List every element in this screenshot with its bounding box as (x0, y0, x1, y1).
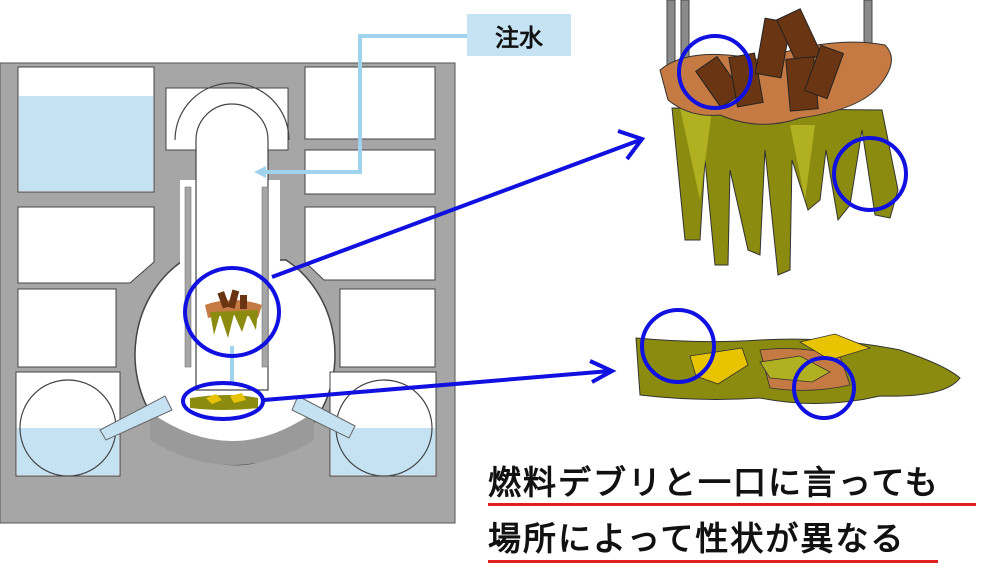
vent-pipe-right (291, 395, 356, 439)
caption-line-2: 場所によって性状が異なる (488, 519, 906, 558)
core-debris-closeup (659, 0, 908, 276)
room-left-low (17, 288, 117, 368)
highlight-fuel-rod (677, 34, 753, 110)
pedestal-floor (150, 412, 314, 465)
water-injection-pipe (262, 34, 467, 174)
room-right-low (339, 288, 436, 368)
water-injection-arrowhead (254, 166, 266, 178)
caption-underline-2 (488, 560, 938, 563)
highlight-pedestal-debris (181, 381, 265, 421)
water-injection-label: 注水 (467, 14, 571, 56)
caption-underline-1 (488, 503, 976, 506)
reactor-building (0, 62, 456, 524)
rpv-support-left (184, 186, 192, 368)
highlight-rpv-debris (183, 266, 281, 358)
core-debris-small (205, 289, 262, 338)
arrow-to-core-debris (271, 138, 641, 279)
arrow-to-core-debris-head (617, 129, 646, 161)
floor-debris-yellow-shard-1 (689, 347, 749, 385)
pedestal-debris-small (190, 393, 258, 410)
arrow-to-floor-debris-head (589, 359, 617, 384)
fuel-rod-remains (695, 8, 845, 112)
room-right-mid (304, 206, 436, 281)
vent-pipe-left (99, 395, 173, 441)
room-right-top (304, 66, 436, 140)
floor-debris-closeup (635, 308, 961, 420)
floor-debris-olive-light (759, 355, 831, 383)
arrow-to-floor-debris (263, 369, 611, 402)
spent-fuel-pool-water (19, 96, 153, 191)
rpv-dome (174, 82, 290, 141)
room-left-mid (17, 206, 155, 284)
torus-water-left (17, 428, 119, 475)
highlight-floor-right (792, 356, 856, 420)
highlight-drip (832, 136, 908, 212)
highlight-floor-left (640, 308, 716, 384)
floor-debris-yellow-shard-2 (798, 333, 872, 361)
caption-line-1: 燃料デブリと一口に言っても (488, 463, 940, 502)
